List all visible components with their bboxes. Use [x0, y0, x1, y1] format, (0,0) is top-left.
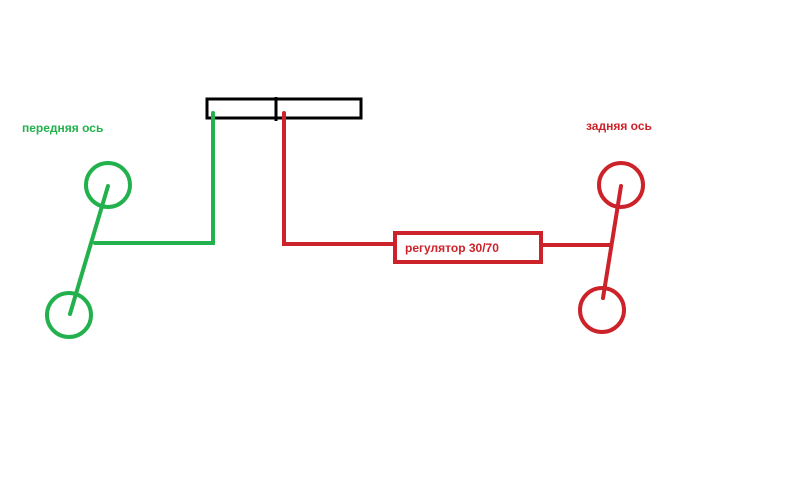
- front-wheel-top: [84, 161, 132, 209]
- front-wheel-bottom: [45, 291, 93, 339]
- rear-brake-line-master: [282, 111, 397, 246]
- front-brake-line: [93, 111, 215, 245]
- rear-circuit: [282, 111, 645, 334]
- front-circuit: [45, 111, 215, 339]
- rear-wheel-bottom: [578, 286, 626, 334]
- regulator-box: [393, 231, 543, 264]
- rear-wheel-top: [597, 161, 645, 209]
- rear-axle-label: задняя ось: [586, 119, 652, 133]
- regulator-label: регулятор 30/70: [405, 241, 499, 255]
- rear-axle-line: [601, 184, 623, 300]
- front-axle-label: передняя ось: [22, 121, 104, 135]
